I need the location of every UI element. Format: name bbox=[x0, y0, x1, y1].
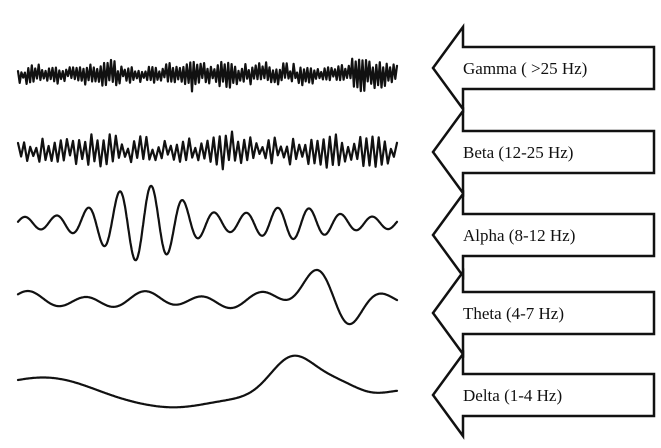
theta-label: Theta (4-7 Hz) bbox=[463, 304, 564, 323]
delta-arrow: Delta (1-4 Hz) bbox=[431, 350, 656, 440]
alpha-arrow: Alpha (8-12 Hz) bbox=[431, 190, 656, 280]
beta-label: Beta (12-25 Hz) bbox=[463, 143, 573, 162]
delta-waveform bbox=[16, 354, 399, 409]
gamma-arrow: Gamma ( >25 Hz) bbox=[431, 23, 656, 113]
alpha-waveform bbox=[16, 184, 399, 262]
gamma-waveform bbox=[16, 57, 399, 93]
arrow-left-icon bbox=[431, 107, 656, 197]
arrow-left-icon bbox=[431, 350, 656, 440]
band-labels: Gamma ( >25 Hz) Beta (12-25 Hz) Alpha (8… bbox=[431, 23, 656, 440]
beta-waveform bbox=[16, 130, 399, 171]
gamma-label: Gamma ( >25 Hz) bbox=[463, 59, 587, 78]
alpha-label: Alpha (8-12 Hz) bbox=[463, 226, 575, 245]
arrow-left-icon bbox=[431, 268, 656, 358]
arrow-left-icon bbox=[431, 23, 656, 113]
theta-waveform bbox=[16, 268, 399, 326]
beta-arrow: Beta (12-25 Hz) bbox=[431, 107, 656, 197]
theta-arrow: Theta (4-7 Hz) bbox=[431, 268, 656, 358]
waveforms bbox=[16, 57, 399, 409]
delta-label: Delta (1-4 Hz) bbox=[463, 386, 562, 405]
